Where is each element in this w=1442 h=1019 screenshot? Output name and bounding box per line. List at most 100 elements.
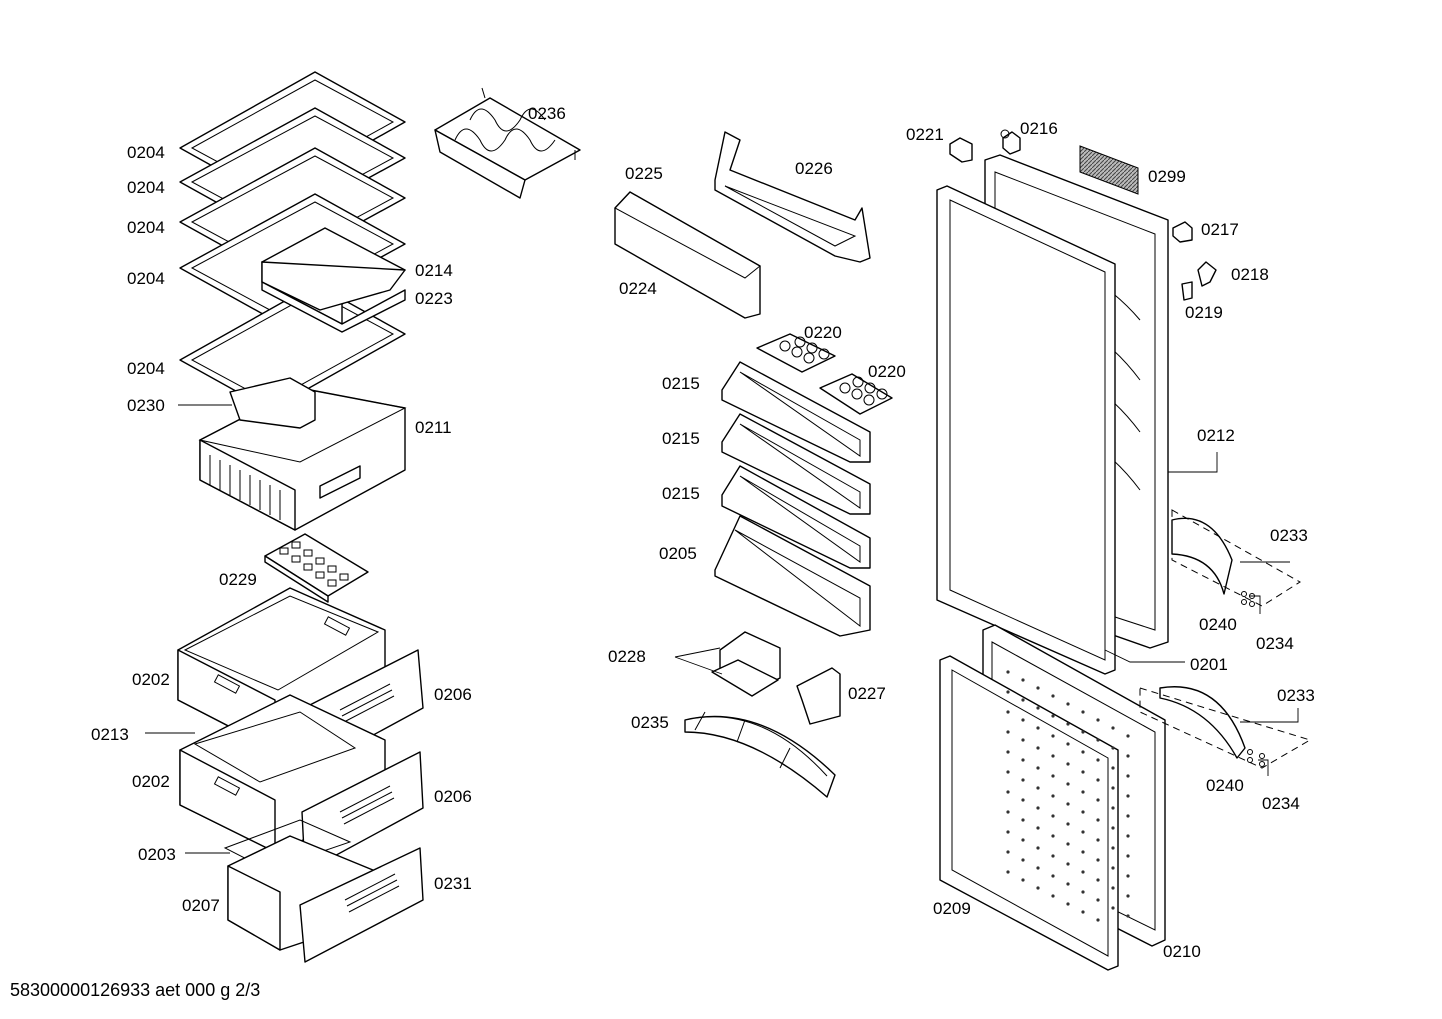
label-0227: 0227: [848, 684, 886, 703]
liner-dot: [1111, 726, 1115, 730]
liner-dot: [1021, 778, 1025, 782]
liner-dot: [1021, 758, 1025, 762]
liner-dot: [1036, 786, 1040, 790]
liner-dot: [1126, 754, 1130, 758]
freezer-drawer-3: [227, 835, 424, 963]
liner-dot: [1081, 910, 1085, 914]
liner-dot: [1036, 746, 1040, 750]
freezer-dot-grid: [1006, 670, 1130, 922]
liner-dot: [1111, 906, 1115, 910]
liner-dot: [1051, 814, 1055, 818]
butter-compartment-lid: [614, 191, 761, 319]
label-0202a: 0202: [132, 670, 170, 689]
liner-dot: [1051, 794, 1055, 798]
freezer-door-gasket: [939, 655, 1119, 971]
label-0229: 0229: [219, 570, 257, 589]
liner-dot: [1006, 770, 1010, 774]
liner-dot: [1006, 870, 1010, 874]
chiller-tray: [261, 227, 406, 333]
liner-dot: [1081, 890, 1085, 894]
label-0234a: 0234: [1256, 634, 1294, 653]
liner-dot: [1006, 750, 1010, 754]
liner-dot: [1096, 818, 1100, 822]
label-0230: 0230: [127, 396, 165, 415]
bottle-shelf: [714, 515, 871, 637]
label-0201: 0201: [1190, 655, 1228, 674]
liner-dot: [1096, 838, 1100, 842]
handle-lower: [1139, 686, 1312, 769]
liner-dot: [1111, 746, 1115, 750]
liner-dot: [1081, 770, 1085, 774]
label-0202b: 0202: [132, 772, 170, 791]
liner-dot: [1066, 722, 1070, 726]
screw-0216: [1000, 129, 1021, 155]
holder-0227: [796, 667, 841, 725]
screws-upper: [1241, 591, 1255, 607]
liner-dot: [1021, 738, 1025, 742]
liner-dot: [1066, 862, 1070, 866]
label-0224: 0224: [619, 279, 657, 298]
liner-dot: [1051, 694, 1055, 698]
hinge-0218: [1197, 261, 1217, 287]
liner-dot: [1036, 866, 1040, 870]
liner-dot: [1036, 806, 1040, 810]
label-0207: 0207: [182, 896, 220, 915]
liner-dot: [1051, 854, 1055, 858]
liner-dot: [1006, 710, 1010, 714]
liner-dot: [1051, 894, 1055, 898]
label-0299: [1079, 145, 1139, 195]
label-0231: 0231: [434, 874, 472, 893]
liner-dot: [1111, 766, 1115, 770]
bottle-rack: [434, 87, 581, 199]
liner-dot: [1111, 866, 1115, 870]
liner-dot: [1036, 846, 1040, 850]
liner-dot: [1096, 898, 1100, 902]
liner-dot: [1051, 734, 1055, 738]
liner-dot: [1006, 670, 1010, 674]
label-0234b: 0234: [1262, 794, 1300, 813]
liner-dot: [1081, 850, 1085, 854]
liner-dot: [1036, 686, 1040, 690]
screws-lower: [1247, 749, 1265, 767]
liner-dot: [1081, 790, 1085, 794]
liner-dot: [1096, 798, 1100, 802]
liner-dot: [1096, 738, 1100, 742]
label-0213: 0213: [91, 725, 129, 744]
cover-0219: [1181, 281, 1193, 301]
liner-dot: [1021, 878, 1025, 882]
liner-dot: [1021, 718, 1025, 722]
liner-dot: [1036, 766, 1040, 770]
liner-dot: [1111, 826, 1115, 830]
label-0215a: 0215: [662, 374, 700, 393]
liner-dot: [1126, 734, 1130, 738]
liner-dot: [1006, 730, 1010, 734]
label-0204d: 0204: [127, 269, 165, 288]
drawing-number: 58300000126933 aet 000 g 2/3: [10, 980, 261, 1000]
label-0223: 0223: [415, 289, 453, 308]
label-0240b: 0240: [1206, 776, 1244, 795]
label-0233b: 0233: [1277, 686, 1315, 705]
small-container-0228: [711, 631, 781, 697]
liner-dot: [1036, 706, 1040, 710]
liner-dot: [1051, 714, 1055, 718]
label-0218: 0218: [1231, 265, 1269, 284]
liner-dot: [1036, 886, 1040, 890]
part-labels: 0204 0204 0204 0204 0204 0236 0214 0223 …: [91, 104, 1315, 961]
liner-dot: [1066, 882, 1070, 886]
liner-dot: [1111, 786, 1115, 790]
leader-lines: [145, 404, 1299, 854]
liner-dot: [1066, 802, 1070, 806]
door-shelf-1: [721, 361, 871, 463]
liner-dot: [1021, 858, 1025, 862]
door-shelf-2: [721, 413, 871, 515]
label-0215c: 0215: [662, 484, 700, 503]
liner-dot: [1111, 846, 1115, 850]
label-0235: 0235: [631, 713, 669, 732]
liner-dot: [1051, 774, 1055, 778]
glass-shelves: [179, 71, 406, 411]
liner-dot: [1081, 730, 1085, 734]
label-0219: 0219: [1185, 303, 1223, 322]
ice-cube-tray: [264, 533, 369, 603]
liner-dot: [1036, 826, 1040, 830]
label-0216: 0216: [1020, 119, 1058, 138]
